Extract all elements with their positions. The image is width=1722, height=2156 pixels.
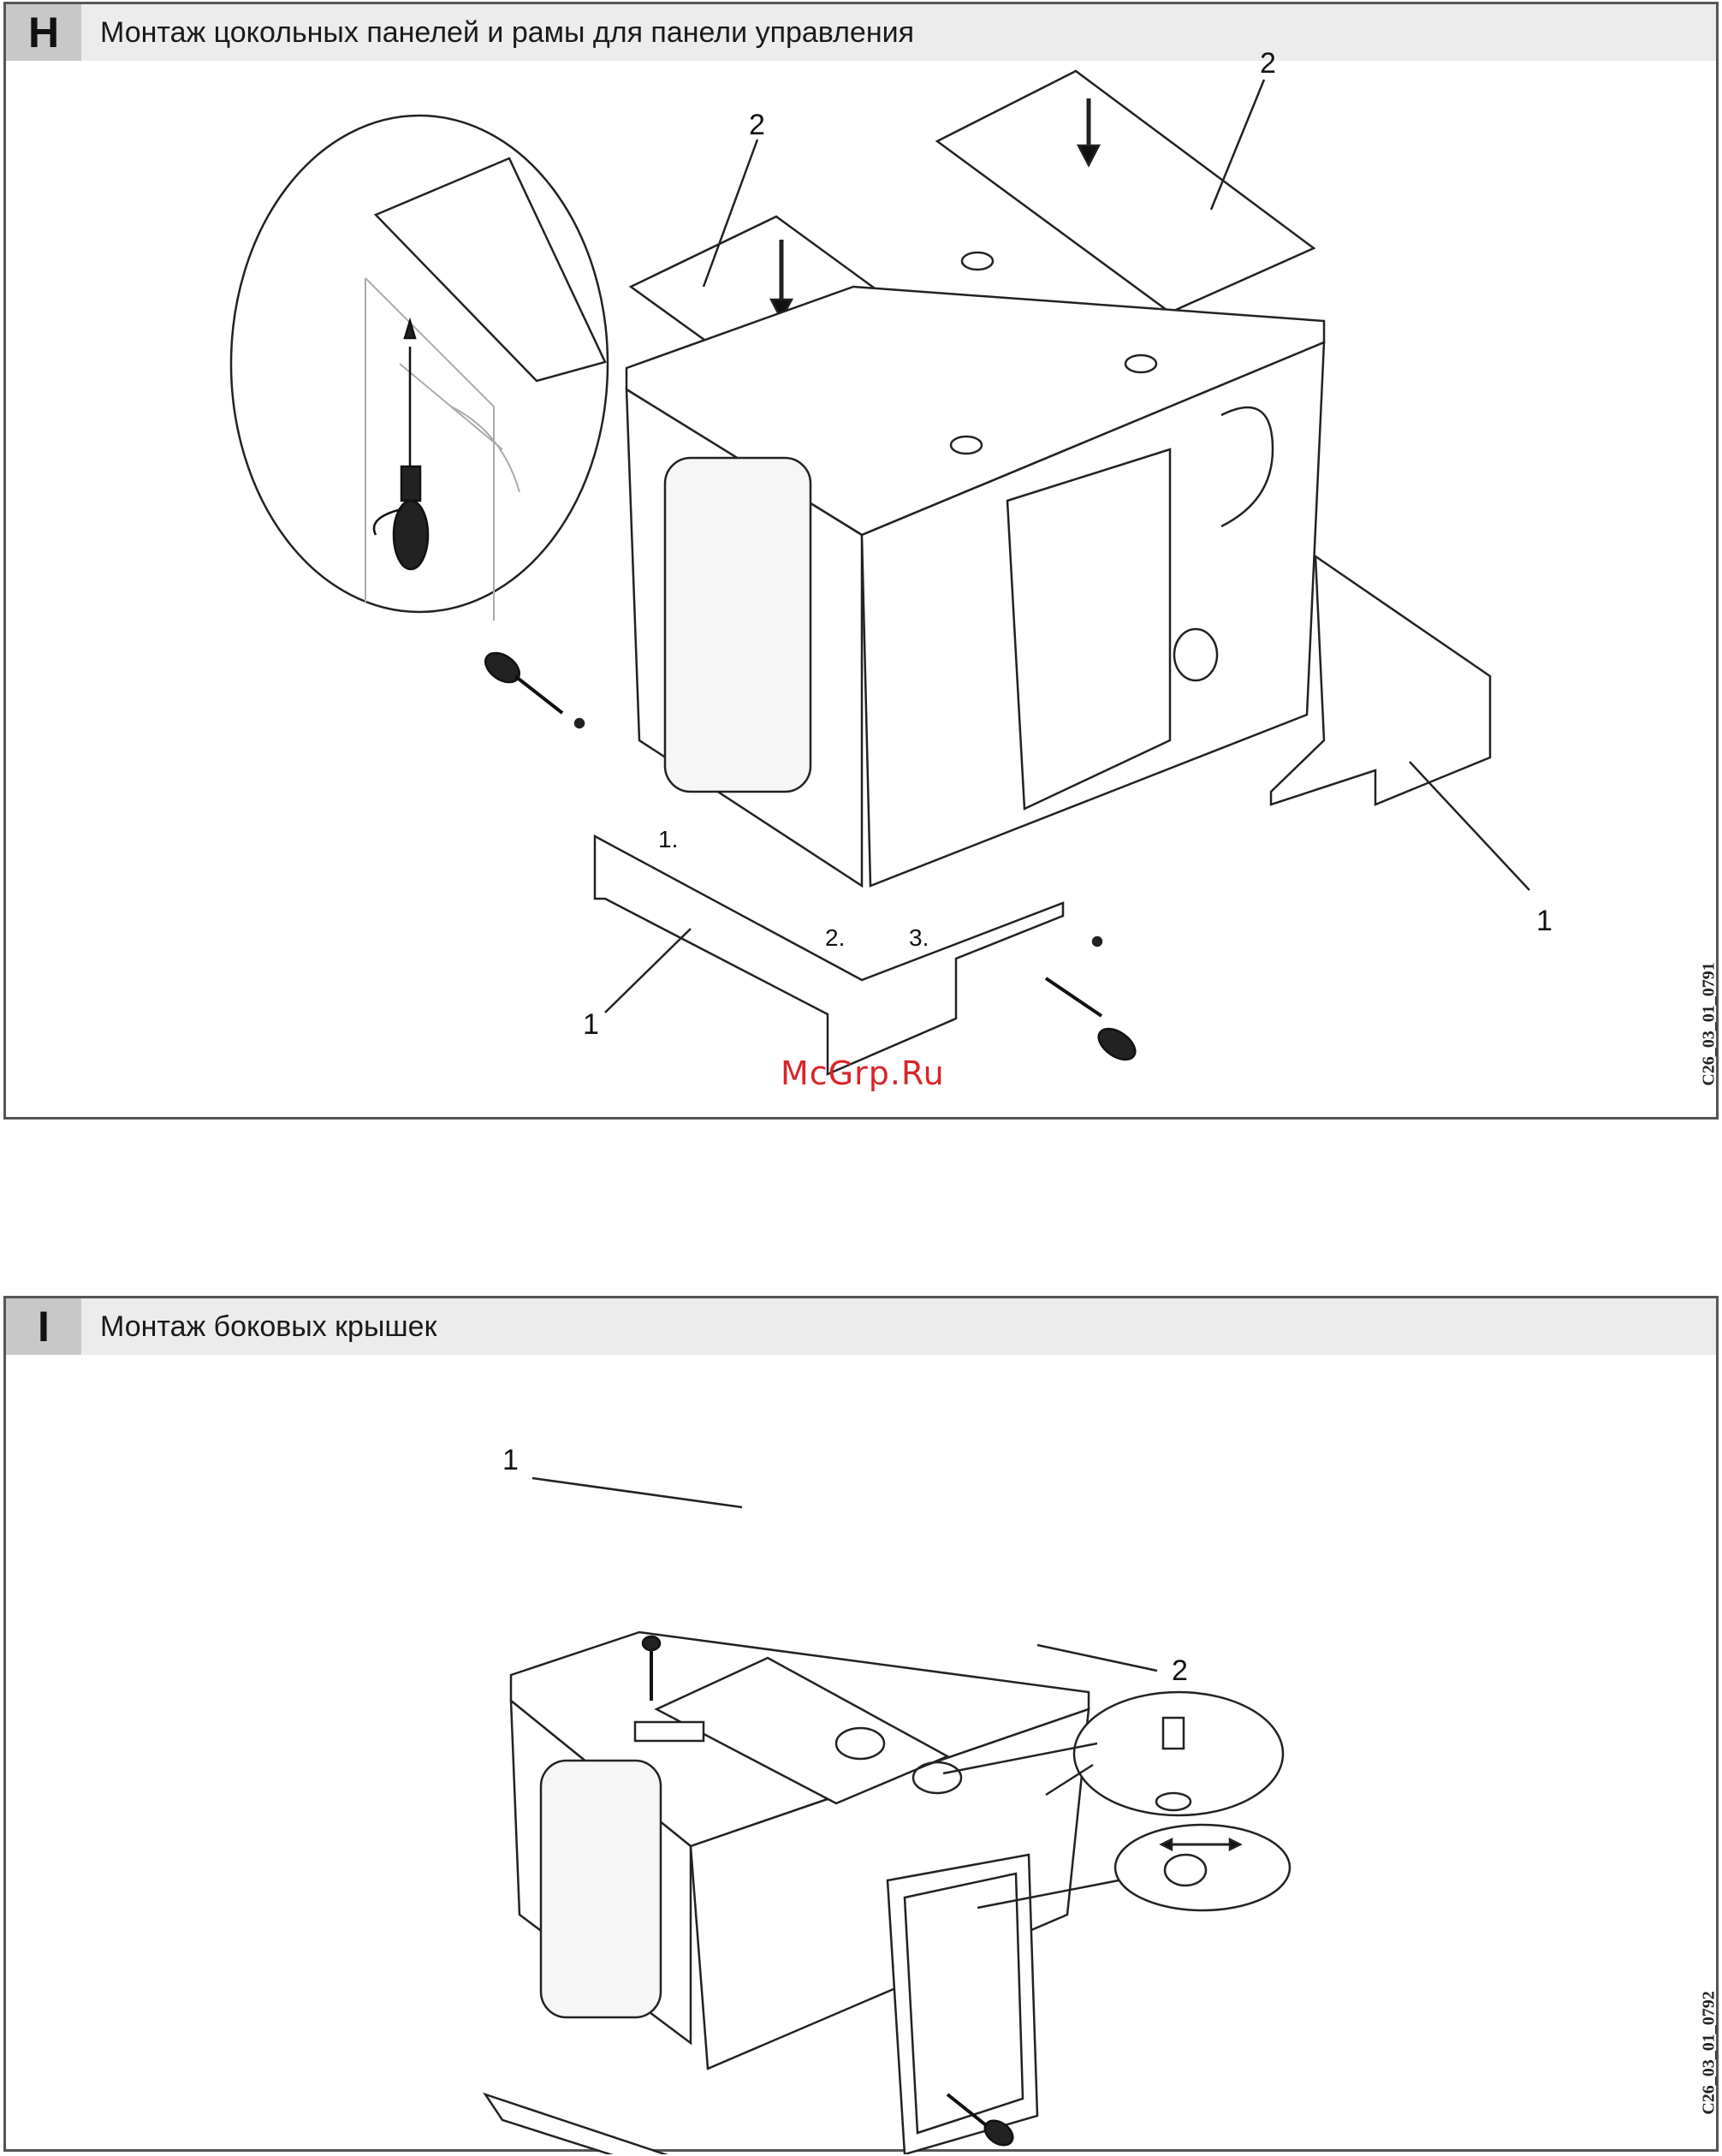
- figure-code: C26_03_01_0792: [1700, 1991, 1719, 2114]
- compressor-tank: [665, 458, 811, 792]
- label-cover-panel: 2: [1260, 47, 1276, 80]
- watermark: McGrp.Ru: [781, 1054, 945, 1092]
- screw-icon: [575, 719, 584, 728]
- section-i-illustration: 1 2: [6, 1298, 1718, 2154]
- cover-panel-right: [937, 71, 1314, 312]
- screwdriver-icon: [1046, 978, 1141, 1066]
- step-label-1: 1.: [658, 826, 678, 852]
- label-plinth-panel: 1: [1536, 905, 1553, 937]
- section-h-panel: H Монтаж цокольных панелей и рамы для па…: [3, 2, 1719, 1120]
- label-plinth-panel: 1: [583, 1008, 599, 1041]
- label-side-frame: 2: [1172, 1654, 1188, 1687]
- screwdriver-icon: [480, 647, 562, 713]
- figure-code: C26_03_01_0791: [1700, 962, 1719, 1085]
- inset-screwdriver-icon: [374, 321, 428, 569]
- plinth-base: [485, 2094, 691, 2154]
- label-side-cover: 1: [502, 1444, 519, 1476]
- step-label-3: 3.: [909, 924, 929, 951]
- step-label-2: 2.: [825, 924, 845, 951]
- mounting-rail: [635, 1722, 704, 1741]
- label-cover-panel: 2: [749, 109, 765, 141]
- detail-magnifier-circle: [1074, 1692, 1283, 1815]
- detail-magnifier-circle: [1115, 1825, 1290, 1910]
- section-i-panel: I Монтаж боковых крышек: [3, 1296, 1719, 2152]
- screw-icon: [1093, 937, 1101, 946]
- section-h-illustration: 2 2 1 1 1. 2. 3.: [6, 4, 1718, 1117]
- compressor-tank: [541, 1761, 661, 2017]
